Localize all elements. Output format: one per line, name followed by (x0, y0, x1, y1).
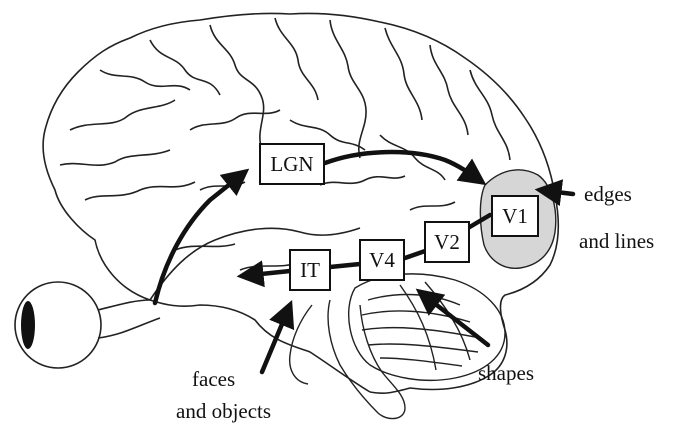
arrow-faces-pointer (262, 305, 290, 372)
region-label-lgn: LGN (270, 152, 313, 176)
region-label-v2: V2 (434, 230, 460, 254)
brainstem (290, 300, 405, 419)
region-label-it: IT (300, 258, 320, 282)
region-label-v1: V1 (502, 204, 528, 228)
region-box-lgn: LGN (260, 144, 324, 184)
annotation-faces-line2: and objects (176, 399, 271, 423)
region-label-v4: V4 (369, 248, 395, 272)
region-box-it: IT (290, 250, 330, 290)
annotation-shapes: shapes (478, 361, 534, 385)
arrow-it-forward (242, 271, 290, 276)
arrow-eye-to-lgn (155, 172, 245, 303)
arrow-v4-to-it (330, 264, 360, 267)
annotation-edges-line2: and lines (579, 229, 654, 253)
arrow-lgn-to-v1 (325, 152, 482, 182)
region-box-v1: V1 (492, 196, 538, 236)
arrow-shapes-pointer (420, 292, 488, 345)
region-box-v2: V2 (425, 222, 469, 262)
optic-nerve (98, 300, 160, 338)
eye-lens-icon (21, 301, 35, 349)
annotation-faces-line1: faces (192, 367, 235, 391)
annotation-edges-line1: edges (584, 182, 632, 206)
region-box-v4: V4 (360, 240, 404, 280)
